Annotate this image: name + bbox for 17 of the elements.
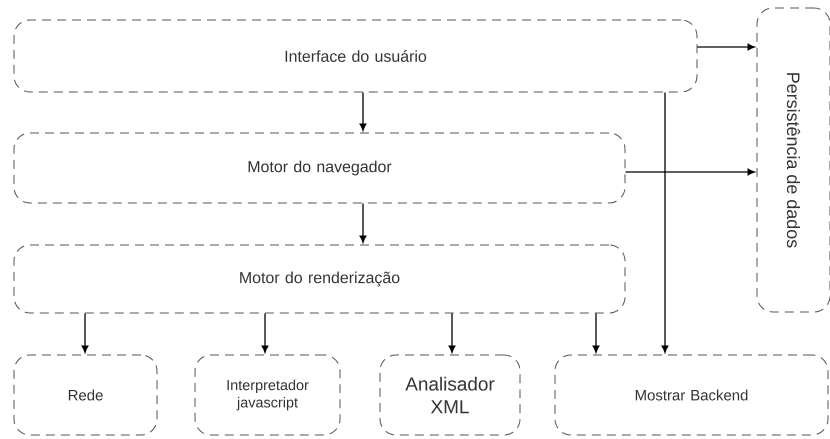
process-box: Analisador XML — [380, 354, 520, 436]
process-box: Mostrar Backend — [554, 354, 828, 436]
process-box: Interface do usuário — [14, 20, 698, 92]
arrow — [592, 314, 600, 353]
arrow — [82, 314, 88, 353]
process-box: Motor do navegador — [14, 132, 626, 204]
process-box: Rede — [14, 354, 158, 436]
process-box: Interpretador javascript — [194, 354, 340, 436]
arrow — [262, 314, 268, 353]
arrow — [448, 314, 456, 353]
arrow — [662, 92, 668, 353]
process-box: Motor do renderização — [14, 244, 626, 314]
arrow — [698, 44, 755, 50]
arrow — [360, 204, 366, 243]
process-box: Persistência de dados — [756, 8, 830, 312]
arrow — [360, 92, 366, 131]
arrow — [626, 168, 755, 176]
